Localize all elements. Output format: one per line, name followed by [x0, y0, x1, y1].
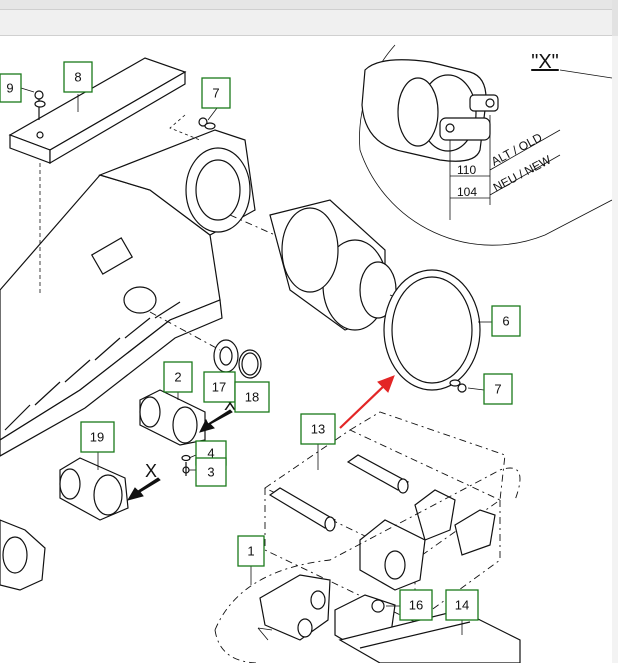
arrow-to-roller-19	[126, 477, 161, 501]
callout-17[interactable]: 17	[203, 371, 236, 403]
callout-7-top[interactable]: 7	[201, 77, 231, 109]
svg-text:19: 19	[90, 430, 104, 445]
washer-17	[213, 339, 239, 373]
svg-text:17: 17	[212, 380, 226, 395]
svg-text:1: 1	[247, 544, 254, 559]
callout-8[interactable]: 8	[63, 61, 93, 93]
link-segment-b	[454, 509, 496, 556]
svg-text:8: 8	[74, 70, 81, 85]
callout-18[interactable]: 18	[234, 381, 270, 413]
link-segment-c	[359, 519, 426, 591]
track-pin-1	[268, 487, 337, 532]
track-frame	[0, 129, 256, 457]
svg-text:7: 7	[494, 382, 501, 397]
bolt-3-4	[181, 454, 191, 476]
callout-1[interactable]: 1	[237, 535, 265, 567]
svg-text:9: 9	[6, 81, 13, 96]
bottom-roller	[59, 457, 129, 521]
callout-2[interactable]: 2	[163, 361, 193, 393]
pin-set-group	[264, 411, 506, 623]
bolt-7-top	[198, 117, 216, 130]
drive-motor	[269, 199, 397, 331]
svg-text:6: 6	[502, 314, 509, 329]
callout-3[interactable]: 3	[195, 457, 227, 487]
svg-text:13: 13	[311, 422, 325, 437]
tab-strip	[0, 0, 612, 10]
dimension-new: 104	[457, 185, 477, 199]
track-link-1	[259, 574, 331, 641]
arrow-to-roller-2	[199, 409, 233, 433]
callout-9[interactable]: 9	[0, 73, 22, 103]
window-top-bar	[0, 0, 618, 36]
marker-x-2: X	[145, 461, 157, 481]
vertical-scrollbar[interactable]	[612, 36, 618, 663]
track-chain	[214, 467, 521, 663]
callout-14[interactable]: 14	[445, 589, 479, 621]
scrollbar-corner[interactable]	[612, 0, 618, 36]
bolt-7-right	[449, 379, 467, 393]
callout-19[interactable]: 19	[80, 421, 115, 453]
cover-plate	[8, 57, 187, 165]
top-roller	[139, 389, 206, 446]
side-bracket	[0, 519, 46, 591]
bolt-9	[34, 90, 46, 120]
track-shoe	[338, 609, 521, 663]
callout-6[interactable]: 6	[491, 305, 521, 337]
link-segment-a	[414, 489, 456, 541]
callout-13[interactable]: 13	[300, 413, 336, 445]
idler-detail-drawing	[361, 59, 499, 162]
svg-text:3: 3	[207, 465, 214, 480]
nut-16	[371, 599, 385, 613]
svg-text:2: 2	[174, 370, 181, 385]
detail-title: "X"	[531, 51, 559, 73]
callout-7-right[interactable]: 7	[483, 373, 513, 405]
sprocket	[383, 269, 481, 391]
detail-x-view: "X" 110 104 ALT / OLD NEU / NEW	[359, 44, 612, 246]
exploded-parts-diagram: "X" 110 104 ALT / OLD NEU / NEW	[0, 44, 612, 663]
highlight-arrow	[339, 375, 395, 429]
callout-16[interactable]: 16	[399, 589, 433, 621]
svg-text:14: 14	[455, 598, 469, 613]
leader-lines	[20, 87, 492, 635]
dimension-old: 110	[457, 163, 476, 177]
snap-ring-18	[238, 349, 262, 379]
track-pin-2	[346, 454, 410, 494]
svg-text:16: 16	[409, 598, 423, 613]
svg-text:7: 7	[212, 86, 219, 101]
svg-text:18: 18	[245, 390, 259, 405]
svg-text:4: 4	[207, 446, 214, 461]
